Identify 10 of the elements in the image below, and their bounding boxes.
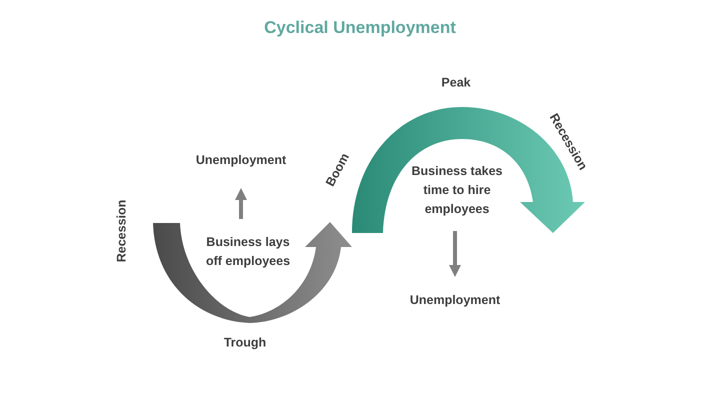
description-text: Business lays off employees — [204, 234, 292, 270]
outcome-label: Unemployment — [194, 152, 288, 169]
description-text: Business takes time to hire employees — [410, 163, 504, 218]
arrow — [235, 188, 247, 219]
stage-label: Trough — [224, 336, 266, 350]
arrow — [449, 231, 461, 277]
outcome-label: Unemployment — [408, 292, 502, 309]
stage-label: Peak — [441, 76, 471, 90]
stage-label: Recession — [114, 200, 130, 262]
title: Cyclical Unemployment — [264, 18, 456, 38]
